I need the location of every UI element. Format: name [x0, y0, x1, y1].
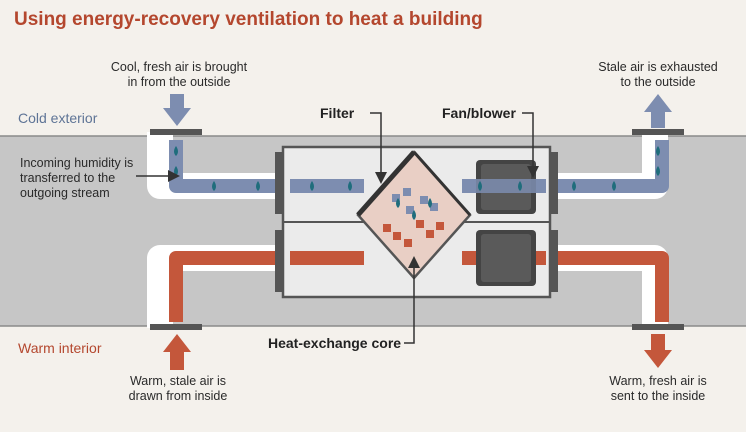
supply-caption: Warm, fresh air is sent to the inside: [588, 374, 728, 404]
housing-flange-right-bottom: [550, 230, 558, 292]
housing-flange-right-top: [550, 152, 558, 214]
page-title: Using energy-recovery ventilation to hea…: [14, 9, 483, 30]
humidity-droplets: [174, 146, 660, 220]
leader-lines: [136, 112, 539, 344]
fan-blower-bottom: [476, 230, 536, 286]
humidity-caption-line-1: Incoming humidity is: [20, 156, 134, 170]
humidity-caption-line-2: transferred to the: [20, 171, 116, 185]
intake-caption: Cool, fresh air is brought in from the o…: [104, 60, 254, 90]
filter-label: Filter: [320, 105, 355, 121]
intake-caption-line-1: Cool, fresh air is brought: [110, 60, 248, 74]
intake-caption-line-2: in from the outside: [127, 75, 231, 89]
return-caption-line-1: Warm, stale air is: [129, 374, 227, 388]
warm-flow-in-unit: [290, 251, 364, 265]
supply-flange: [632, 324, 684, 330]
return-caption-line-2: drawn from inside: [128, 389, 228, 403]
core-label: Heat-exchange core: [268, 335, 402, 351]
humidity-caption-line-3: outgoing stream: [20, 186, 110, 200]
supply-caption-line-1: Warm, fresh air is: [609, 374, 707, 388]
supply-arrow-icon: [644, 334, 672, 368]
return-arrow-icon: [163, 334, 191, 370]
return-caption: Warm, stale air is drawn from inside: [108, 374, 248, 404]
humidity-caption: Incoming humidity is transferred to the …: [20, 156, 133, 201]
housing-flange-left-top: [275, 152, 283, 214]
cold-flow-in-unit: [290, 179, 364, 193]
intake-arrow-icon: [163, 94, 191, 126]
exhaust-caption-line-1: Stale air is exhausted: [598, 60, 718, 74]
cold-exterior-label: Cold exterior: [18, 110, 98, 126]
exhaust-caption-line-2: to the outside: [620, 75, 696, 89]
housing-flange-left-bottom: [275, 230, 283, 292]
exhaust-flange: [632, 129, 684, 135]
supply-caption-line-2: sent to the inside: [610, 389, 706, 403]
warm-interior-label: Warm interior: [18, 340, 102, 356]
exhaust-caption: Stale air is exhausted to the outside: [590, 60, 726, 90]
fan-label: Fan/blower: [442, 105, 516, 121]
intake-flange: [150, 129, 202, 135]
fan-blower-top: [476, 160, 536, 214]
return-flange: [150, 324, 202, 330]
exhaust-arrow-icon: [644, 94, 672, 128]
